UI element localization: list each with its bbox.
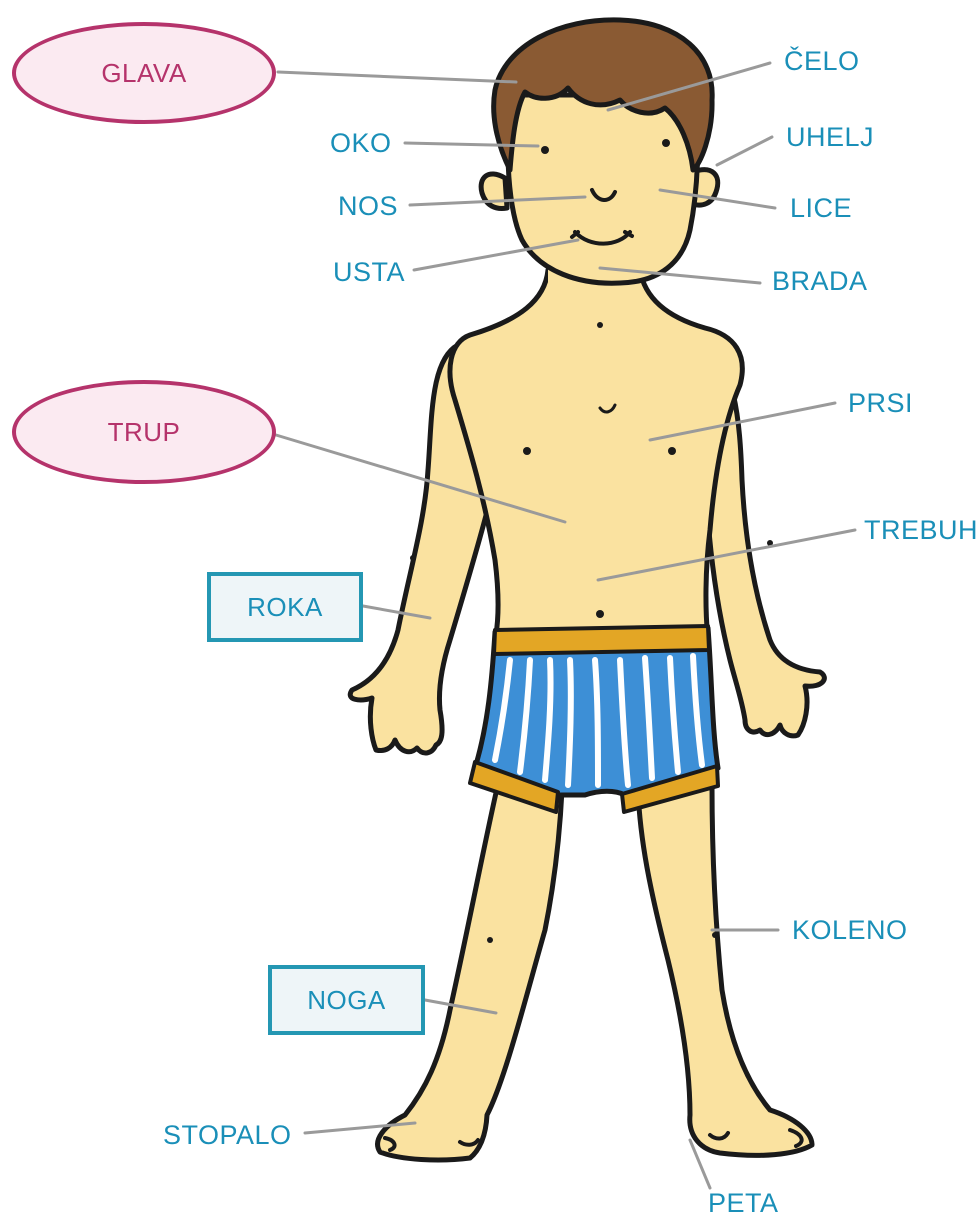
shorts-waistband	[494, 626, 709, 654]
category-torso-oval: TRUP	[12, 380, 276, 484]
left-ear	[481, 174, 507, 209]
label-knee: KOLENO	[792, 917, 908, 944]
category-leg-label: NOGA	[307, 985, 386, 1016]
label-foot: STOPALO	[163, 1122, 292, 1149]
right-leg	[638, 785, 812, 1155]
label-mouth: USTA	[333, 259, 405, 286]
leader-head	[278, 72, 516, 82]
torso	[450, 270, 742, 640]
label-heel: PETA	[708, 1190, 779, 1217]
category-arm-label: ROKA	[247, 592, 323, 623]
leader-ear	[717, 137, 772, 165]
label-chin: BRADA	[772, 268, 868, 295]
category-torso-label: TRUP	[108, 417, 181, 448]
label-belly: TREBUH	[864, 517, 978, 544]
label-nose: NOS	[338, 193, 398, 220]
label-forehead: ČELO	[784, 48, 860, 75]
category-head-label: GLAVA	[101, 58, 186, 89]
label-ear: UHELJ	[786, 124, 874, 151]
category-head-oval: GLAVA	[12, 22, 276, 124]
label-eye: OKO	[330, 130, 392, 157]
category-leg-box: NOGA	[268, 965, 425, 1035]
label-face: LICE	[790, 195, 852, 222]
label-chest: PRSI	[848, 390, 913, 417]
head	[508, 95, 698, 283]
category-arm-box: ROKA	[207, 572, 363, 642]
